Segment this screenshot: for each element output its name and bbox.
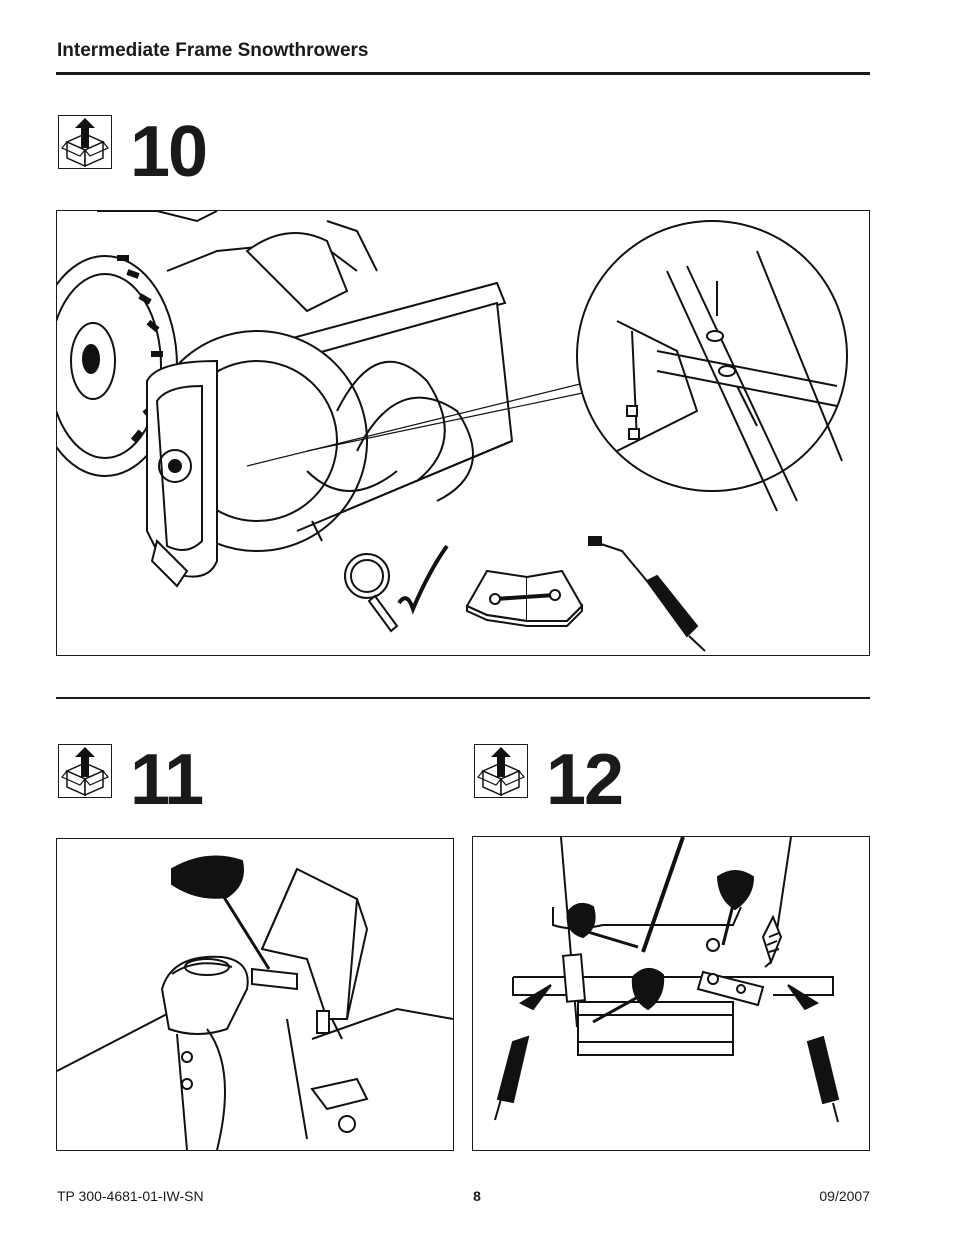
doc-number: TP 300-4681-01-IW-SN bbox=[57, 1188, 204, 1204]
doc-date: 09/2007 bbox=[819, 1188, 870, 1204]
unbox-icon bbox=[58, 115, 112, 169]
step-number: 12 bbox=[546, 740, 624, 820]
grease-gun-icon bbox=[588, 536, 706, 652]
header-rule bbox=[56, 72, 870, 75]
step-10-illustration bbox=[56, 210, 870, 656]
step-12-illustration bbox=[472, 836, 870, 1151]
unbox-icon bbox=[58, 744, 112, 798]
inspect-icon bbox=[344, 544, 449, 633]
step-number: 11 bbox=[130, 740, 204, 820]
section-divider bbox=[56, 697, 870, 699]
step-11-illustration bbox=[56, 838, 454, 1151]
unbox-icon bbox=[474, 744, 528, 798]
page-title: Intermediate Frame Snowthrowers bbox=[57, 40, 369, 61]
step-number: 10 bbox=[130, 112, 208, 192]
manual-icon bbox=[465, 569, 584, 627]
page-number: 8 bbox=[473, 1188, 481, 1204]
